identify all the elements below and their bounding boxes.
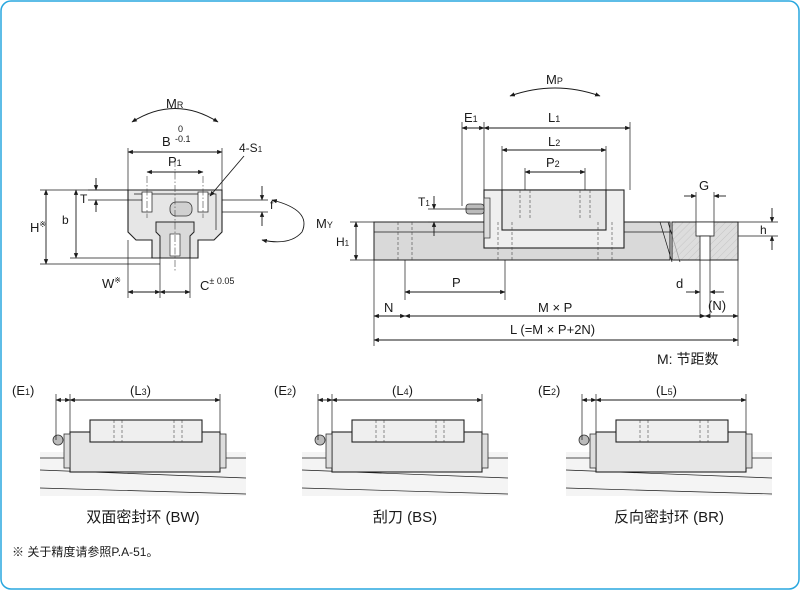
option-caption: 反向密封环 (BR) bbox=[614, 509, 724, 526]
l-label-main: (L bbox=[392, 383, 404, 398]
e-label-main: (E bbox=[538, 383, 551, 398]
b-label: B bbox=[162, 134, 171, 149]
rail-through-hole bbox=[699, 235, 711, 261]
bottom-views: (E1)(L3)双面密封环 (BW)(E2)(L4)刮刀 (BS)(E2)(L5… bbox=[12, 383, 773, 526]
grease-nipple bbox=[578, 434, 590, 446]
option-view-2: (E2)(L4)刮刀 (BS) bbox=[274, 383, 509, 526]
mp-label: MP bbox=[546, 72, 563, 87]
e-label-close: ) bbox=[556, 383, 560, 398]
t-label: T bbox=[80, 192, 88, 206]
w-label: W※ bbox=[102, 276, 121, 291]
side-view: MP L1 E1 L2 P2 T1 H1 bbox=[336, 72, 778, 367]
mr-label: MR bbox=[166, 96, 184, 111]
grease-nipple bbox=[314, 434, 326, 446]
block-top-body bbox=[501, 189, 607, 231]
option-view-3: (E2)(L5)反向密封环 (BR) bbox=[538, 383, 773, 526]
t1-label: T1 bbox=[418, 195, 430, 209]
footnote: ※ 关于精度请参照P.A-51。 bbox=[12, 544, 158, 559]
e1-label: E1 bbox=[464, 110, 478, 125]
e-label-main: (E bbox=[274, 383, 287, 398]
end-view: MR B 0 -0.1 P1 4-S1 T f H※ b bbox=[30, 96, 333, 298]
e-label-close: ) bbox=[292, 383, 296, 398]
block-top bbox=[89, 419, 203, 443]
e-label-main: (E bbox=[12, 383, 25, 398]
n-label: N bbox=[384, 300, 393, 315]
option-caption: 刮刀 (BS) bbox=[373, 509, 437, 526]
d-label: d bbox=[676, 276, 683, 291]
e-label: (E2) bbox=[274, 383, 296, 398]
grease-nipple bbox=[52, 434, 64, 446]
e-label: (E1) bbox=[12, 383, 34, 398]
block-top bbox=[615, 419, 729, 443]
g-label: G bbox=[699, 178, 709, 193]
s1-leader bbox=[209, 155, 245, 197]
b-tol-upper: 0 bbox=[178, 124, 183, 134]
end-seal-right bbox=[745, 433, 753, 469]
my-label: MY bbox=[316, 216, 333, 231]
rail-line-bottom bbox=[565, 487, 773, 495]
l-label-sub: 4 bbox=[404, 387, 409, 397]
l-total-label: L (=M × P+2N) bbox=[510, 322, 595, 337]
n-paren-label: (N) bbox=[708, 298, 726, 313]
end-seal bbox=[63, 433, 71, 469]
option-view-1: (E1)(L3)双面密封环 (BW) bbox=[12, 383, 247, 526]
rail-counterbore bbox=[695, 221, 715, 237]
l-label-sub: 5 bbox=[668, 387, 673, 397]
e-label: (E2) bbox=[538, 383, 560, 398]
l-label-main: (L bbox=[130, 383, 142, 398]
rail-line-bottom bbox=[301, 487, 509, 495]
end-seal bbox=[589, 433, 597, 469]
p2-label: P2 bbox=[546, 155, 560, 170]
e-label-sub: 2 bbox=[287, 387, 292, 397]
h-small-label: h bbox=[760, 223, 767, 237]
e-label-sub: 1 bbox=[25, 387, 30, 397]
l-label: (L3) bbox=[130, 383, 151, 398]
grease-nipple bbox=[169, 201, 193, 217]
rail-line-bottom bbox=[39, 487, 247, 495]
mr-rotation-arrow bbox=[131, 108, 219, 123]
mp-rotation-arrow bbox=[509, 87, 601, 97]
end-seal-right bbox=[219, 433, 227, 469]
e-label-sub: 2 bbox=[551, 387, 556, 397]
block-inner-line bbox=[134, 193, 217, 230]
l-label-main: (L bbox=[656, 383, 668, 398]
option-caption: 双面密封环 (BW) bbox=[86, 509, 199, 526]
block-top bbox=[351, 419, 465, 443]
mxp-label: M × P bbox=[538, 300, 572, 315]
p1-label: P1 bbox=[168, 154, 182, 169]
h1-label: H1 bbox=[336, 235, 350, 249]
l-label-close: ) bbox=[147, 383, 151, 398]
end-seal bbox=[483, 197, 491, 239]
l-label-close: ) bbox=[673, 383, 677, 398]
l-label-close: ) bbox=[409, 383, 413, 398]
h-label: H※ bbox=[30, 220, 46, 235]
l-label-sub: 3 bbox=[142, 387, 147, 397]
s1-label: 4-S1 bbox=[239, 141, 263, 155]
l1-label: L1 bbox=[548, 110, 560, 125]
b-small-label: b bbox=[62, 213, 69, 227]
c-label: C± 0.05 bbox=[200, 276, 234, 293]
l2-label: L2 bbox=[548, 134, 560, 149]
pitch-note: M: 节距数 bbox=[657, 351, 718, 367]
end-seal-right bbox=[481, 433, 489, 469]
e-label-close: ) bbox=[30, 383, 34, 398]
b-tol-lower: -0.1 bbox=[175, 134, 191, 144]
l-label: (L5) bbox=[656, 383, 677, 398]
l-label: (L4) bbox=[392, 383, 413, 398]
end-seal bbox=[325, 433, 333, 469]
my-rotation-arrow bbox=[261, 199, 305, 244]
p-label: P bbox=[452, 275, 461, 290]
